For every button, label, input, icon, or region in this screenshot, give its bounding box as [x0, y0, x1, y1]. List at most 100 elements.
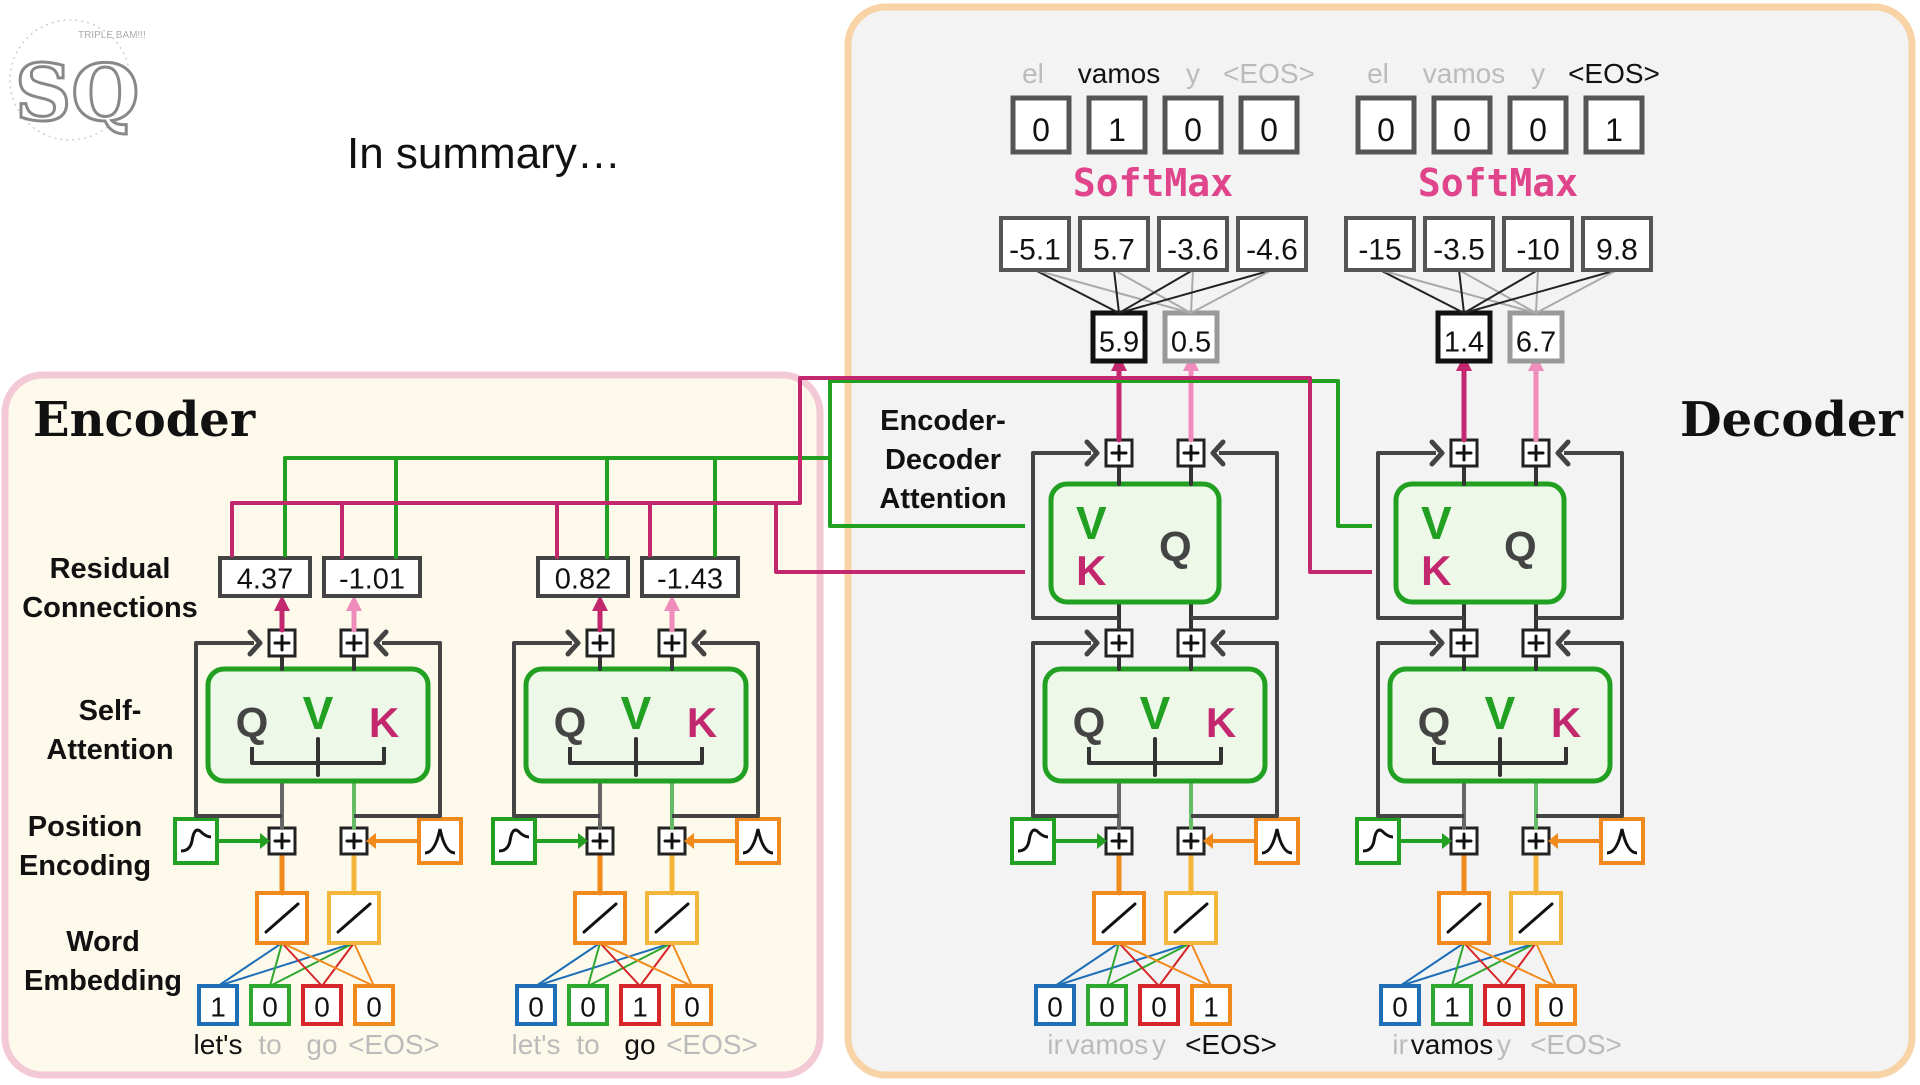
dec-col0-out-word-0: el [1022, 58, 1044, 89]
enc-col0-out-arrow-l-head [274, 595, 290, 611]
dec-col0-encdec-attention [1048, 481, 1222, 605]
enc-col0-fan [321, 942, 355, 987]
enc-col1-out-0-box [536, 556, 630, 598]
dec-col1-pe-icon-l [1355, 817, 1401, 865]
dec-col0-residual2-r [1191, 451, 1279, 620]
dec-col1-word-2: y [1497, 1029, 1511, 1060]
dec-col0-fc-0-text: 5.9 [1099, 326, 1139, 358]
dec-col0-pe-arrowhead-l [1097, 833, 1107, 849]
dec-col1-out-word-0: el [1367, 58, 1389, 89]
dec-col1-logit-3-text: 9.8 [1596, 234, 1638, 267]
dec-col0-softmax-0-text: 0 [1032, 112, 1050, 148]
dec-col1-onehot-1-text: 1 [1444, 991, 1460, 1022]
dec-col0-softmax-0-box [1010, 95, 1072, 155]
enc-col1-out-0-text: 0.82 [555, 563, 611, 595]
label-wordemb-2: Embedding [24, 965, 182, 997]
enc-col0-emb-left-slash [264, 902, 300, 934]
enc-col1-fan [535, 942, 673, 987]
enc-green-bus-a [283, 456, 717, 557]
dec-col1-fan [1451, 942, 1465, 987]
enc-col1-self-attention-v: V [621, 687, 652, 739]
dec-col0-emb-right-slash [1173, 902, 1209, 934]
dec-col1-pe-arrowhead-r [1548, 833, 1558, 849]
dec-col1-residual-l [1376, 641, 1464, 818]
enc-col0-fan [269, 942, 355, 987]
enc-col0-pe-arrowhead-l [260, 833, 270, 849]
dec-col0-softmax-1-box [1086, 95, 1148, 155]
enc-col1-res-chevron-r [691, 629, 707, 657]
dec-col0-fan [1118, 942, 1212, 987]
dec-col1-res-chevron-l [1429, 629, 1445, 657]
dec-col1-self-attention [1387, 666, 1613, 784]
enc-to-dec-pink-2 [232, 376, 1372, 574]
enc-col1-fan [599, 942, 641, 987]
enc-col0-res-chevron-r [373, 629, 389, 657]
dec-col1-softmax-3-box [1583, 95, 1645, 155]
enc-col1-fan [599, 942, 693, 987]
dec-col1-residual2-r [1536, 451, 1624, 620]
encoder-label: Encoder [33, 392, 256, 448]
dec-col0-fan [1158, 942, 1192, 987]
dec-col1-residual-r [1536, 641, 1624, 818]
dec-col0-pe-arrowhead-r [1203, 833, 1213, 849]
dec-col0-self-attention-k: K [1206, 699, 1236, 746]
enc-col1-onehot-0-box [515, 984, 557, 1026]
dec-col0-onehot-1-text: 0 [1099, 991, 1115, 1022]
enc-col0-onehot-0-text: 1 [210, 991, 226, 1022]
dec-col1-pe-icon-r-curve [1606, 828, 1638, 855]
dec-col1-pe-arrowhead-l [1442, 833, 1452, 849]
dec-col0-logit-line-l [1113, 269, 1120, 314]
dec-col0-onehot-3-box [1190, 984, 1232, 1026]
enc-col1-word-1: to [576, 1029, 599, 1060]
enc-col1-res-plus-r [657, 628, 687, 658]
enc-col1-residual-r [672, 641, 760, 818]
label-selfatt-2: Attention [46, 734, 173, 766]
dec-col1-fc-1-box [1507, 310, 1565, 364]
enc-col1-out-1-box [640, 556, 740, 598]
dec-col1-logit-3-box [1581, 216, 1653, 272]
enc-col0-fan [217, 942, 283, 987]
enc-col1-out-arrow-l-head [592, 595, 608, 611]
dec-col0-res-chevron-r [1210, 629, 1226, 657]
label-wordemb-1: Word [66, 926, 140, 958]
dec-col1-logit-line-l [1379, 269, 1465, 314]
enc-col0-out-1-box [322, 556, 422, 598]
enc-col0-pe-icon-r [417, 817, 463, 865]
enc-col0-fan [353, 942, 375, 987]
dec-col0-word-2: y [1152, 1029, 1166, 1060]
dec-col0-softmax-1-text: 1 [1108, 112, 1126, 148]
dec-col1-fan [1503, 942, 1537, 987]
dec-col1-encdec-attention-k: K [1421, 547, 1451, 594]
enc-col1-self-attention [523, 666, 749, 784]
dec-col0-fan [1190, 942, 1212, 987]
dec-col0-fan [1106, 942, 1192, 987]
enc-col1-pe-icon-r [735, 817, 781, 865]
dec-col0-word-0: ir [1047, 1029, 1063, 1060]
dec-col1-onehot-2-text: 0 [1496, 991, 1512, 1022]
enc-col0-onehot-3-box [353, 984, 395, 1026]
enc-col0-fan [217, 942, 355, 987]
dec-col0-softmax-label: SoftMax [1073, 161, 1233, 205]
dec-col0-softmax-3-box [1238, 95, 1300, 155]
enc-col1-pe-icon-l [491, 817, 537, 865]
label-residual-1: Residual [50, 553, 171, 585]
dec-col1-softmax-2-box [1507, 95, 1569, 155]
dec-col1-self-attention-v: V [1485, 687, 1516, 739]
dec-col1-self-attention-q: Q [1418, 699, 1451, 746]
enc-col0-out-0-text: 4.37 [237, 563, 293, 595]
dec-col0-logit-line-r [1034, 269, 1192, 314]
enc-col1-res-chevron-l [565, 629, 581, 657]
enc-col1-out-arrow-r-head [664, 595, 680, 611]
dec-col1-fc-0-box [1435, 310, 1493, 364]
dec-col1-onehot-0-box [1379, 984, 1421, 1026]
dec-col0-logit-2-text: -3.6 [1167, 234, 1219, 267]
dec-col1-residual2-l [1376, 451, 1464, 620]
enc-col1-emb-left-slash [582, 902, 618, 934]
enc-col1-onehot-1-text: 0 [580, 991, 596, 1022]
dec-col1-fc-1-text: 6.7 [1516, 326, 1556, 358]
dec-col1-logit-1-text: -3.5 [1433, 234, 1485, 267]
dec-col1-encdec-attention [1393, 481, 1567, 605]
dec-col1-onehot-1-box [1431, 984, 1473, 1026]
dec-col1-self-attention-k: K [1551, 699, 1581, 746]
enc-col1-word-0: let's [512, 1029, 561, 1060]
